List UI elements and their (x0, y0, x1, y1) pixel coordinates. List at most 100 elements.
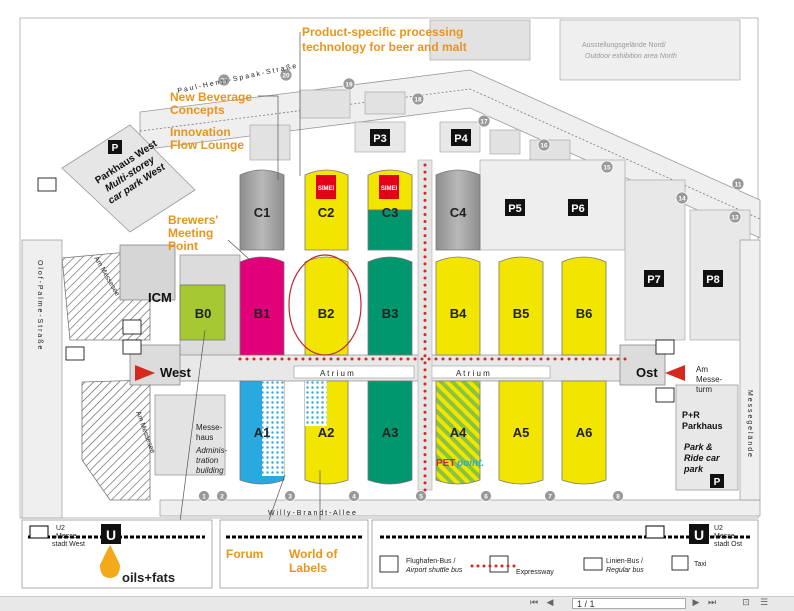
hall-a6-label: A6 (576, 425, 593, 440)
gate-number-8: 8 (616, 494, 620, 501)
hall-a6[interactable] (561, 380, 607, 485)
expressway-dot (546, 357, 550, 361)
expressway-vertical-dot (423, 453, 427, 457)
expressway-vertical-dot (423, 460, 427, 464)
pr-label-4: Ride car (684, 453, 720, 463)
parking-p7: P7 (647, 274, 660, 286)
hall-c3[interactable] (367, 209, 413, 251)
admin-label-2: tration (196, 456, 219, 465)
street-east-label: M e s s e g e l ä n d e (746, 390, 753, 457)
gate-circle-2 (216, 490, 228, 502)
hall-a3[interactable] (367, 380, 413, 485)
petpoint-point: point. (456, 458, 484, 469)
hall-b2[interactable] (304, 256, 349, 356)
page-number-field[interactable]: 1 / 1 (572, 598, 686, 609)
expressway-legend-dot (494, 564, 498, 568)
expressway-dot (574, 357, 578, 361)
legend-bus-2: Regular bus (606, 567, 644, 574)
expressway-vertical-dot (423, 205, 427, 209)
expressway-dot (238, 357, 242, 361)
expressway-vertical-dot (423, 255, 427, 259)
expressway-vertical-dot (423, 467, 427, 471)
bus-icon (583, 557, 603, 571)
road-circle-13 (728, 210, 742, 224)
west-entrance-label: West (160, 365, 191, 380)
expressway-dot (560, 357, 564, 361)
hall-c4[interactable] (435, 169, 481, 251)
road-number-17: 17 (480, 119, 488, 126)
next-page-icon[interactable]: ▶ (692, 598, 700, 608)
expressway-dot (266, 357, 270, 361)
legend-airport-1: Flughafen-Bus / (406, 558, 455, 565)
expressway-vertical-dot (423, 326, 427, 329)
expressway-dot (616, 357, 620, 361)
hall-b5[interactable] (498, 256, 544, 356)
label-beverage-2: Concepts (170, 103, 225, 117)
road-circle-19 (342, 77, 356, 91)
gate-circle-1 (198, 490, 210, 502)
road-circle-14 (675, 191, 689, 205)
first-page-icon[interactable]: ⏮ (529, 598, 539, 608)
hall-c4-label: C4 (450, 205, 467, 220)
expressway-dot (329, 357, 333, 361)
parking-p5: P5 (508, 203, 521, 215)
last-page-icon[interactable]: ⏭ (707, 598, 717, 608)
road-circle-15 (600, 160, 614, 174)
gate-circle-3 (284, 490, 296, 502)
hall-a4[interactable] (435, 380, 481, 485)
road-circle-21 (217, 73, 231, 87)
u-bahn-ost-icon (689, 524, 709, 544)
parking-p6: P6 (571, 203, 584, 215)
label-innovation-1: Innovation (170, 125, 231, 139)
expressway-dot (455, 357, 459, 361)
taxi-icon (671, 555, 689, 571)
hall-b1-label: B1 (254, 306, 271, 321)
ost-entrance-arrow (665, 365, 685, 381)
expressway-vertical-dot (423, 446, 427, 450)
expressway-legend-dot (476, 564, 480, 568)
hall-c1[interactable] (239, 169, 285, 251)
hall-b4[interactable] (435, 256, 481, 356)
expressway-vertical-dot (423, 382, 427, 386)
expressway-dot (504, 357, 508, 361)
legend-u2-west-3: stadt West (52, 541, 85, 548)
west-icons (37, 177, 675, 403)
expressway-vertical-dot (423, 375, 427, 379)
expressway-dot (245, 357, 249, 361)
expressway-dot (483, 357, 487, 361)
hall-a5-label: A5 (513, 425, 530, 440)
expressway-legend-dot (488, 564, 492, 568)
hall-a5[interactable] (498, 380, 544, 485)
gate-circle-7 (544, 490, 556, 502)
pages-icon[interactable]: ☰ (759, 598, 769, 608)
expressway-vertical-dot (423, 439, 427, 443)
label-beverage-1: New Beverage (170, 90, 252, 104)
hall-b3[interactable] (367, 256, 413, 356)
expressway-dot (294, 357, 298, 361)
expressway-vertical-dot (423, 290, 427, 294)
legend-taxi: Taxi (694, 561, 707, 568)
expressway-dot (490, 357, 494, 361)
previous-page-icon[interactable]: ◀ (546, 598, 554, 608)
hall-b1[interactable] (239, 256, 285, 356)
expressway-dot (350, 357, 354, 361)
expressway-dot (413, 357, 417, 361)
icm-label: ICM (148, 290, 172, 305)
pedestrian-icon (489, 555, 509, 573)
hall-c2[interactable] (304, 169, 349, 251)
gate-number-3: 3 (288, 494, 292, 501)
petpoint-pet: PET (436, 458, 455, 469)
expressway-vertical-dot (423, 347, 427, 351)
fit-page-icon[interactable]: ⊡ (742, 598, 750, 608)
hall-c1-label: C1 (254, 205, 271, 220)
leader-lines (174, 32, 321, 561)
expressway-vertical-dot (423, 361, 427, 365)
road-circle-18 (411, 92, 425, 106)
expressway-vertical-dot (423, 481, 427, 485)
hall-b6-label: B6 (576, 306, 593, 321)
expressway-vertical-dot (423, 417, 427, 421)
hall-b6[interactable] (561, 256, 607, 356)
hall-b0[interactable] (179, 284, 226, 341)
expressway-legend-dot (482, 564, 486, 568)
